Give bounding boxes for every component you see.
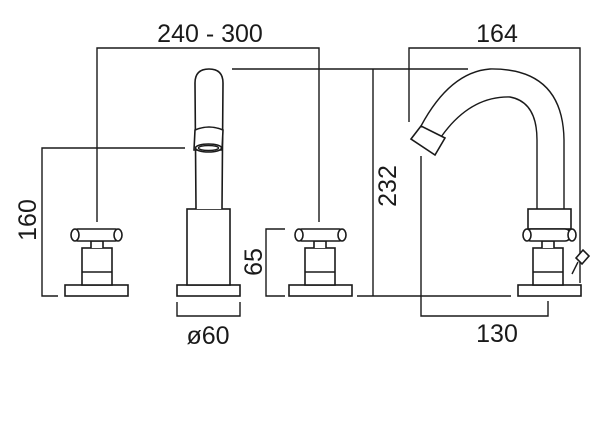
label-tap-centres: 240 - 300: [157, 20, 263, 48]
left-cross-handle-valve: [64, 228, 129, 297]
label-spout-outlet-height: 160: [14, 199, 42, 241]
label-overall-height: 232: [374, 165, 402, 207]
label-outlet-reach: 130: [476, 320, 518, 348]
centre-spout: [176, 68, 241, 297]
dimension-tap-centres: 240 - 300: [96, 20, 320, 222]
right-cross-handle-valve: [288, 228, 353, 297]
bidet-mixer: [409, 68, 591, 297]
dimension-handle-height: 65: [240, 228, 285, 297]
label-handle-height: 65: [240, 248, 268, 276]
label-base-diameter: ø60: [186, 322, 229, 350]
pop-up-waste-lever: [571, 248, 591, 275]
dimension-base-diameter: ø60: [176, 302, 241, 350]
dimension-spout-projection: 164: [408, 20, 581, 283]
dimension-spout-outlet-height: 160: [14, 147, 185, 297]
dimension-outlet-reach: 130: [420, 156, 549, 348]
label-spout-projection: 164: [476, 20, 518, 48]
dimension-overall-height: 232: [357, 69, 511, 297]
